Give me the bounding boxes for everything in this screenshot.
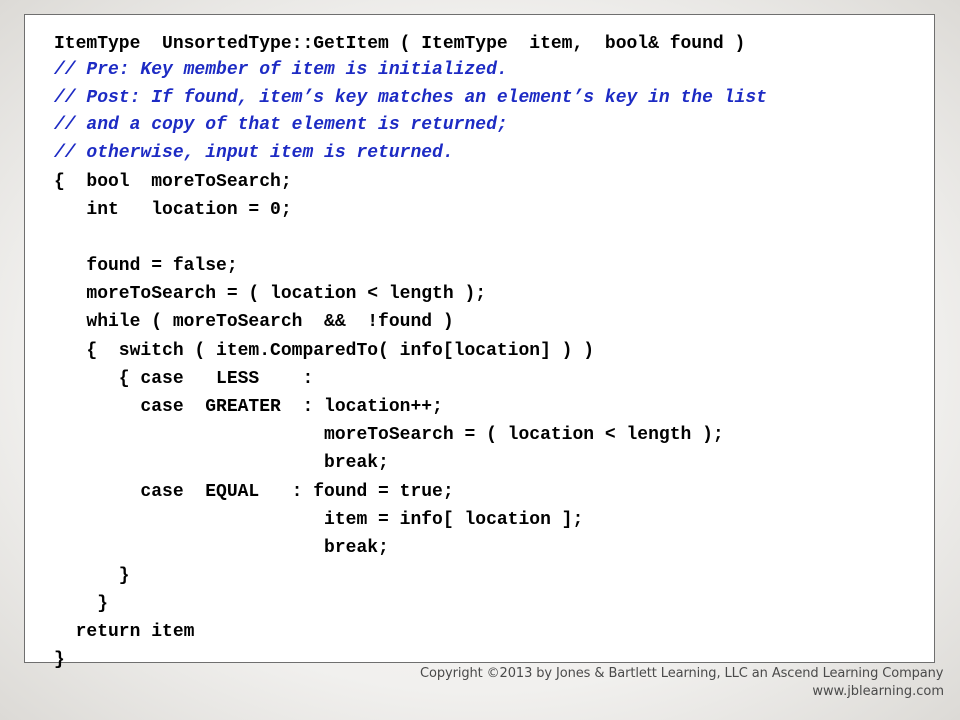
- comment-line-copy: // and a copy of that element is returne…: [54, 115, 508, 135]
- code-line-search-init: moreToSearch = ( location < length );: [54, 284, 487, 304]
- code-line-break-2: break;: [54, 538, 389, 558]
- code-line-break-1: break;: [54, 453, 389, 473]
- code-line-declare-flag: { bool moreToSearch;: [54, 172, 292, 192]
- code-line-close-function: }: [54, 650, 65, 670]
- code-line-case-equal: case EQUAL : found = true;: [54, 482, 454, 502]
- code-line-search-update: moreToSearch = ( location < length );: [54, 425, 724, 445]
- code-line-declare-location: int location = 0;: [54, 200, 292, 220]
- code-line-case-greater: case GREATER : location++;: [54, 397, 443, 417]
- publisher-website: www.jblearning.com: [812, 684, 944, 699]
- code-line-assign-item: item = info[ location ];: [54, 510, 584, 530]
- code-line-switch: { switch ( item.ComparedTo( info[locatio…: [54, 341, 595, 361]
- code-panel: ItemType UnsortedType::GetItem ( ItemTyp…: [24, 14, 935, 670]
- code-line-found-init: found = false;: [54, 256, 238, 276]
- comment-line-pre: // Pre: Key member of item is initialize…: [54, 60, 508, 80]
- copyright-notice: Copyright ©2013 by Jones & Bartlett Lear…: [420, 666, 944, 681]
- code-line-case-less: { case LESS :: [54, 369, 314, 389]
- code-line-return: return item: [54, 622, 195, 642]
- code-line-while: while ( moreToSearch && !found ): [54, 312, 454, 332]
- code-line-close-switch: }: [54, 566, 130, 586]
- comment-line-post: // Post: If found, item’s key matches an…: [54, 88, 767, 108]
- code-line-signature: ItemType UnsortedType::GetItem ( ItemTyp…: [54, 34, 746, 54]
- code-line-close-while: }: [54, 594, 109, 614]
- comment-line-otherwise: // otherwise, input item is returned.: [54, 143, 454, 163]
